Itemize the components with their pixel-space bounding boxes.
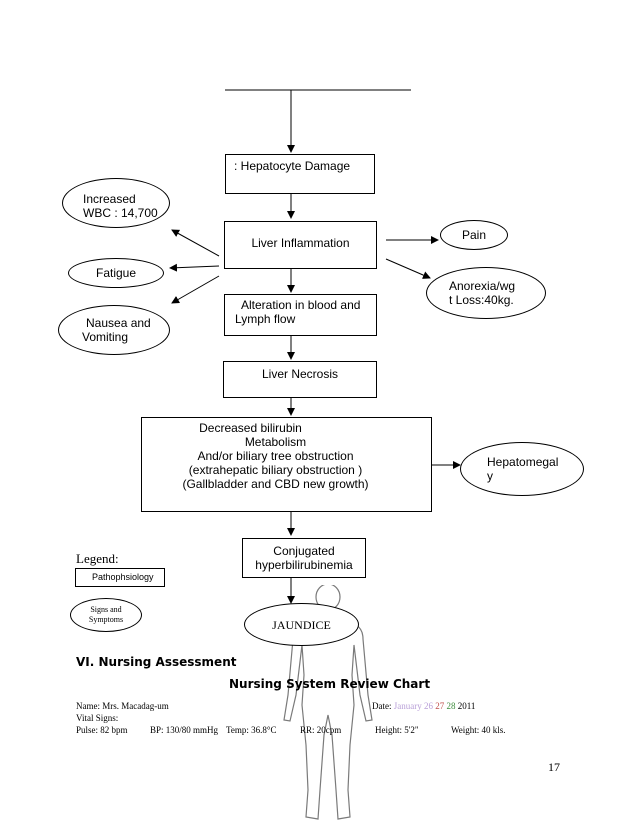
date-28: 28 (446, 701, 456, 711)
date-label: Date: (372, 701, 392, 711)
legend-signs-oval: Signs and Symptoms (70, 598, 142, 632)
height-value: Height: 5'2" (375, 725, 419, 735)
conjugated-line2: hyperbilirubinemia (255, 558, 353, 572)
alteration-box: Alteration in blood and Lymph flow (224, 294, 377, 336)
anorexia-line2: t Loss:40kg. (449, 293, 514, 307)
wbc-line1: Increased (83, 192, 136, 206)
increased-wbc-oval: Increased WBC : 14,700 (62, 178, 170, 228)
liver-inflammation-text: Liver Inflammation (251, 236, 350, 250)
hepatomegaly-line2: y (487, 469, 493, 483)
jaundice-oval: JAUNDICE (244, 603, 359, 646)
legend-signs-line1: Signs and (90, 605, 122, 614)
decreased-line-5: (Gallbladder and CBD new growth) (182, 477, 369, 491)
page-number: 17 (548, 760, 560, 774)
patient-name: Name: Mrs. Macadag-um (76, 701, 169, 711)
nausea-oval: Nausea and Vomiting (58, 305, 170, 355)
alteration-text-line1: Alteration in blood and (241, 298, 361, 312)
arrow-to-anorexia (385, 258, 431, 279)
arrow-to-nausea (171, 275, 220, 304)
anorexia-line1: Anorexia/wg (449, 279, 516, 293)
pain-oval: Pain (440, 220, 508, 250)
decreased-line-4: (extrahepatic biliary obstruction ) (188, 463, 363, 477)
decreased-line-3: And/or biliary tree obstruction (197, 449, 354, 463)
liver-necrosis-box: Liver Necrosis (223, 361, 377, 398)
chart-title: Nursing System Review Chart (229, 677, 431, 691)
legend-signs-line2: Symptoms (88, 615, 124, 624)
date-line: Date: January 26 27 28 2011 (372, 701, 475, 711)
conjugated-line1: Conjugated (273, 544, 335, 558)
date-month: January 26 (393, 701, 433, 711)
nausea-line2: Vomiting (82, 330, 129, 344)
hepatocyte-damage-text: : Hepatocyte Damage (234, 159, 351, 173)
anorexia-oval: Anorexia/wg t Loss:40kg. (426, 267, 546, 319)
decreased-line-1: Decreased bilirubin (199, 421, 302, 435)
temp-value: Temp: 36.8°C (226, 725, 277, 735)
pulse-value: Pulse: 82 bpm (76, 725, 128, 735)
date-year: 2011 (457, 701, 476, 711)
nausea-line1: Nausea and (86, 316, 151, 330)
legend-pathophysiology-box: Pathophsiology (75, 568, 165, 587)
legend-pathophysiology-text: Pathophsiology (92, 572, 154, 582)
alteration-text-line2: Lymph flow (235, 312, 296, 326)
liver-inflammation-box: Liver Inflammation (224, 221, 377, 269)
pain-text: Pain (461, 228, 487, 242)
section-title: VI. Nursing Assessment (76, 655, 237, 669)
decreased-bilirubin-box: Decreased bilirubin Metabolism And/or bi… (141, 417, 432, 512)
hepatomegaly-line1: Hepatomegal (487, 455, 559, 469)
arrow-to-fatigue (169, 263, 220, 272)
legend-title: Legend: (76, 551, 119, 566)
liver-necrosis-text: Liver Necrosis (261, 367, 339, 381)
fatigue-text: Fatigue (95, 266, 137, 280)
hepatomegaly-oval: Hepatomegal y (460, 442, 584, 496)
wbc-line2: WBC : 14,700 (83, 206, 158, 220)
vital-signs-label: Vital Signs: (76, 713, 119, 723)
date-27: 27 (435, 701, 445, 711)
jaundice-text: JAUNDICE (272, 618, 331, 632)
fatigue-oval: Fatigue (68, 258, 164, 288)
conjugated-box: Conjugated hyperbilirubinemia (242, 538, 366, 578)
hepatocyte-damage-box: : Hepatocyte Damage (225, 154, 375, 194)
bp-value: BP: 130/80 mmHg (150, 725, 219, 735)
arrow-to-wbc (171, 229, 220, 257)
rr-value: RR: 20cpm (300, 725, 342, 735)
decreased-line-2: Metabolism (244, 435, 307, 449)
weight-value: Weight: 40 kls. (451, 725, 506, 735)
